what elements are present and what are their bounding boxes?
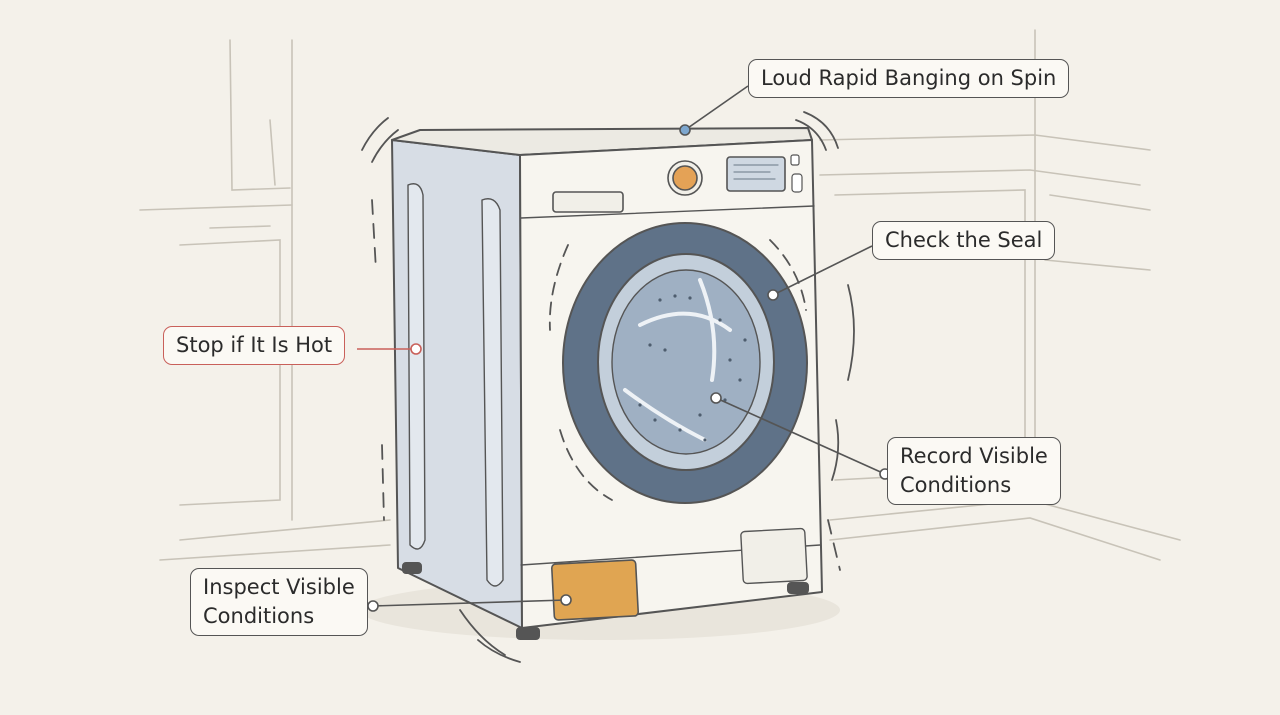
machine-foot — [787, 582, 809, 594]
program-dial — [672, 165, 698, 191]
callout-text-line: Inspect Visible — [203, 575, 355, 599]
marker-dot — [560, 594, 572, 606]
marker-dot — [679, 124, 691, 136]
callout-text: Check the Seal — [885, 228, 1043, 252]
detergent-drawer — [552, 191, 624, 213]
machine-foot — [516, 627, 540, 640]
callout-text-line: Conditions — [900, 473, 1012, 497]
drum-paddle — [638, 311, 732, 332]
drum-paddle — [698, 278, 717, 382]
callout-inspect-visible: Inspect Visible Conditions — [190, 568, 368, 636]
callout-text: Loud Rapid Banging on Spin — [761, 66, 1057, 90]
callout-stop-if-hot: Stop if It Is Hot — [163, 326, 346, 365]
washing-machine-illustration — [391, 127, 823, 640]
bottom-cover — [740, 527, 808, 585]
control-button — [791, 173, 803, 193]
marker-dot — [710, 392, 722, 404]
callout-text-line: Record Visible — [900, 444, 1048, 468]
drum — [611, 269, 761, 455]
callout-text: Stop if It Is Hot — [176, 333, 333, 357]
callout-spin-banging: Loud Rapid Banging on Spin — [748, 59, 1070, 98]
drum-holes — [638, 294, 747, 442]
marker-dot — [767, 289, 779, 301]
machine-top — [391, 127, 813, 156]
vibration-marks — [361, 111, 855, 663]
marker-dot — [367, 600, 379, 612]
callout-record-visible: Record Visible Conditions — [887, 437, 1061, 505]
control-display — [726, 156, 786, 192]
callout-check-seal: Check the Seal — [872, 221, 1056, 260]
callout-text-line: Conditions — [203, 604, 315, 628]
machine-foot — [402, 562, 422, 574]
control-button — [790, 154, 800, 166]
machine-side-rib — [407, 183, 426, 550]
leader-lines — [357, 85, 886, 607]
filter-access-panel — [550, 559, 640, 621]
drum-paddle — [623, 388, 707, 442]
control-panel-divider — [520, 205, 815, 219]
machine-side-rib — [481, 198, 504, 587]
marker-dot — [410, 343, 422, 355]
